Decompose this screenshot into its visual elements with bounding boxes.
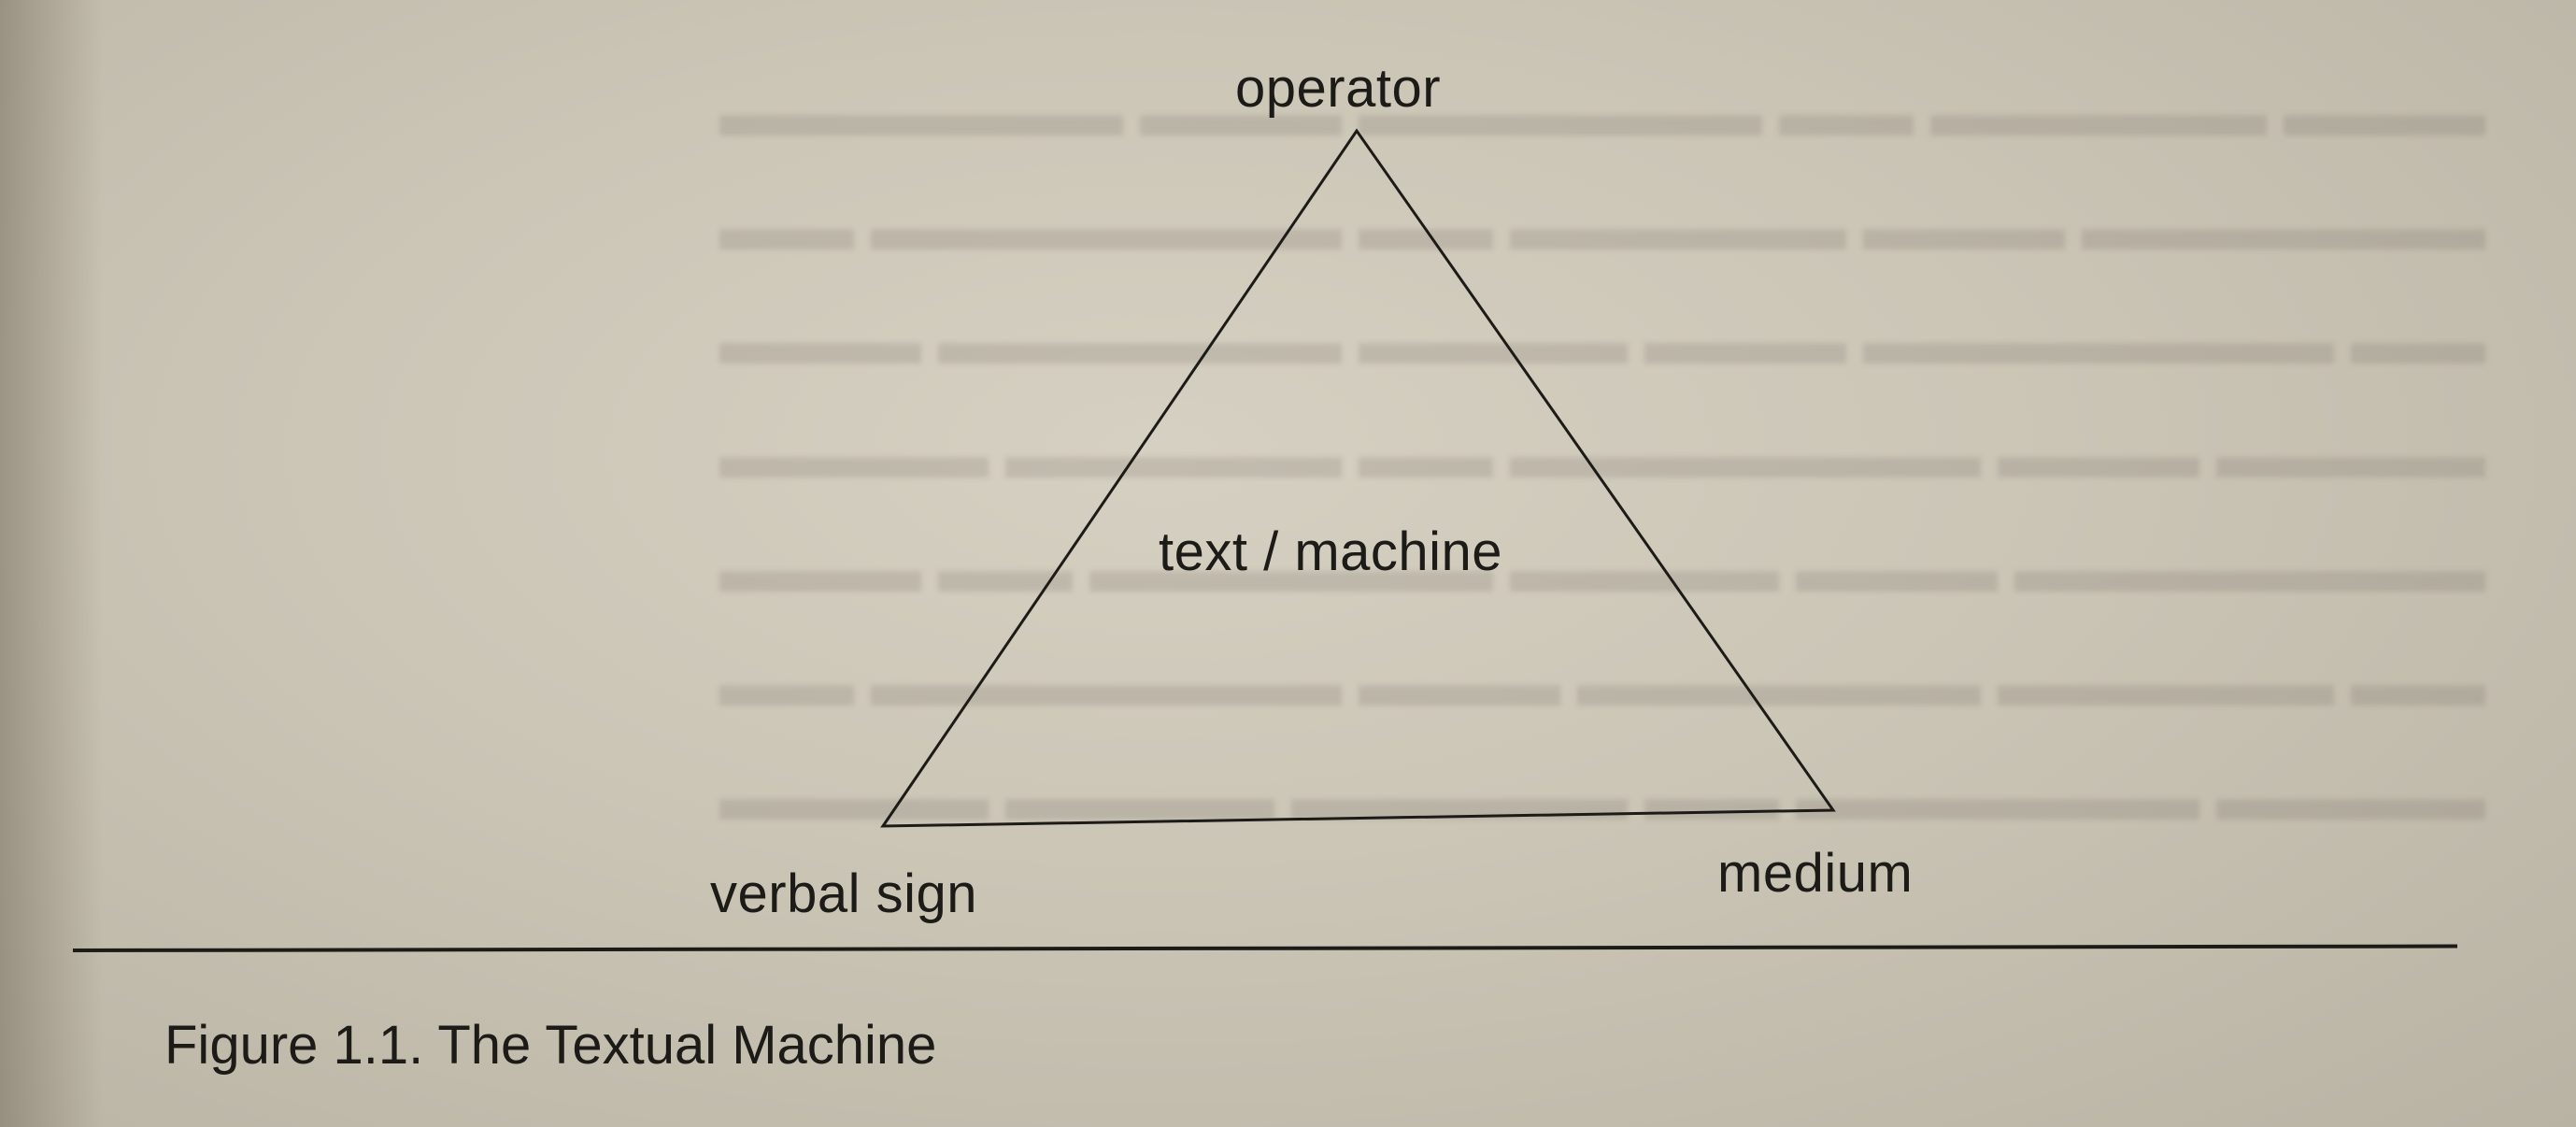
node-label-verbal-sign: verbal sign [710, 863, 977, 924]
node-label-medium: medium [1717, 843, 1914, 904]
node-label-operator: operator [1235, 58, 1442, 119]
edge-operator-medium [1357, 131, 1833, 810]
edge-verbal-sign-operator [883, 131, 1357, 826]
page-binding-shadow [0, 0, 103, 1127]
figure-caption: Figure 1.1. The Textual Machine [164, 1015, 937, 1076]
node-label-text-machine: text / machine [1159, 521, 1503, 582]
edge-medium-verbal-sign [883, 810, 1833, 826]
triangle-connector [880, 128, 1836, 828]
